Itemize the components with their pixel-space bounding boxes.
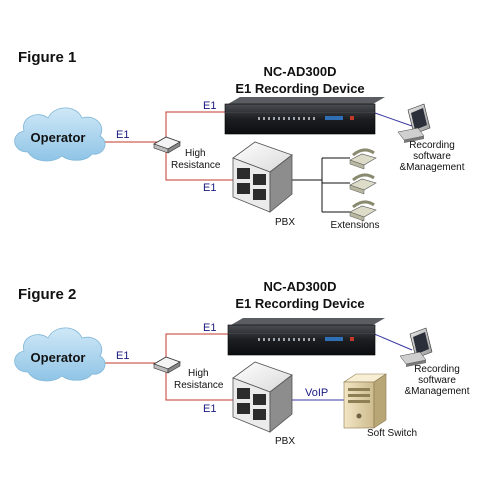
extension-phone-2-icon xyxy=(349,173,377,195)
high-resistance-label-line2: Resistance xyxy=(171,160,221,171)
high-resistance-label-line2-2: Resistance xyxy=(174,380,224,391)
figure-1: Figure 1 NC-AD300D E1 Recording Device E… xyxy=(14,49,465,231)
link-splitter-to-device-2 xyxy=(165,333,228,360)
pbx-label: PBX xyxy=(275,217,295,228)
link-device-to-pc xyxy=(374,112,413,127)
recording-pc-icon xyxy=(397,103,431,143)
recording-label-line2: software xyxy=(413,151,451,162)
pbx-label-2: PBX xyxy=(275,436,295,447)
operator-cloud-icon-2: Operator xyxy=(14,327,106,382)
figure-2-device-name: NC-AD300D xyxy=(264,279,337,294)
operator-label-2: Operator xyxy=(31,350,86,365)
recording-label-line3: &Management xyxy=(399,162,464,173)
voip-label: VoIP xyxy=(305,387,328,399)
figure-2-device-desc: E1 Recording Device xyxy=(235,296,364,311)
recording-label-line1: Recording xyxy=(409,140,455,151)
high-resistance-box-icon-2 xyxy=(153,356,181,374)
operator-label: Operator xyxy=(31,130,86,145)
operator-cloud-icon: Operator xyxy=(14,107,106,162)
pbx-icon xyxy=(232,141,293,213)
recording-device-icon-2 xyxy=(227,318,385,356)
recording-label-line3-2: &Management xyxy=(404,386,469,397)
extensions-label: Extensions xyxy=(331,220,380,231)
e1-label-device: E1 xyxy=(203,100,216,112)
link-device-to-pc-2 xyxy=(371,332,413,351)
high-resistance-label-line1-2: High xyxy=(188,368,209,379)
high-resistance-label-line1: High xyxy=(185,148,206,159)
extension-phone-1-icon xyxy=(349,148,377,170)
pbx-icon-2 xyxy=(232,361,293,433)
recording-label-line1-2: Recording xyxy=(414,364,460,375)
link-splitter-to-pbx-2 xyxy=(165,370,233,401)
e1-label-device-2: E1 xyxy=(203,322,216,334)
link-splitter-to-device xyxy=(165,111,225,140)
recording-pc-icon-2 xyxy=(399,327,433,367)
extension-phone-3-icon xyxy=(349,200,377,222)
recording-label-line2-2: software xyxy=(418,375,456,386)
figure-2: Figure 2 NC-AD300D E1 Recording Device E… xyxy=(14,279,470,447)
e1-label-operator-2: E1 xyxy=(116,350,129,362)
e1-label-operator: E1 xyxy=(116,129,129,141)
link-splitter-to-pbx xyxy=(165,150,233,181)
soft-switch-label: Soft Switch xyxy=(367,428,417,439)
soft-switch-server-icon xyxy=(343,373,387,429)
e1-label-pbx: E1 xyxy=(203,182,216,194)
recording-device-icon xyxy=(224,97,385,135)
e1-label-pbx-2: E1 xyxy=(203,403,216,415)
figure-1-device-desc: E1 Recording Device xyxy=(235,81,364,96)
figure-2-title: Figure 2 xyxy=(18,286,76,303)
figure-1-device-name: NC-AD300D xyxy=(264,64,337,79)
figure-1-title: Figure 1 xyxy=(18,49,76,66)
high-resistance-box-icon xyxy=(153,136,181,154)
